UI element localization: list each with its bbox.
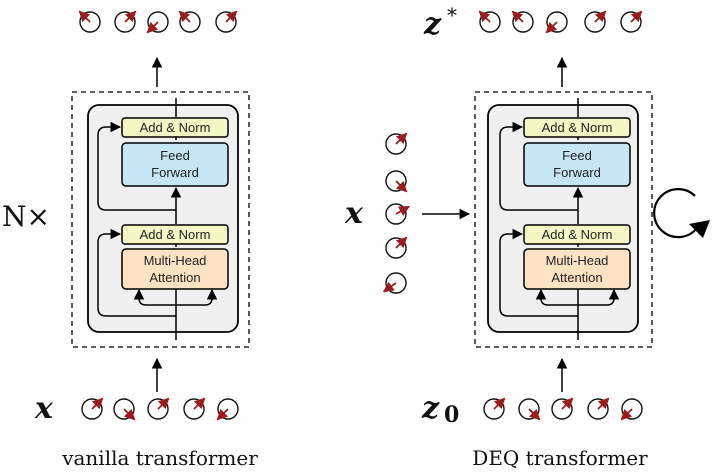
residual-connection [499, 228, 578, 317]
feed-forward-label-line-1: Feed [562, 148, 592, 163]
attention-label-line-1: Multi-Head [546, 253, 609, 268]
attention-label-line-1: Multi-Head [144, 253, 207, 268]
output-token-row [478, 10, 643, 34]
add-norm-box [121, 224, 229, 245]
token-icon [114, 10, 137, 33]
input-subscript: 0 [444, 402, 459, 428]
token-icon [216, 398, 239, 421]
token-icon [113, 398, 136, 421]
caption: vanilla transformer [61, 446, 258, 470]
output-superscript: * [447, 3, 457, 27]
feed-forward-label-line-2: Forward [553, 165, 601, 180]
token-icon [478, 10, 501, 33]
caption: DEQ transformer [472, 446, 648, 470]
add-norm-label: Add & Norm [542, 120, 613, 135]
add-norm-label: Add & Norm [542, 227, 613, 242]
input-token-row [81, 397, 239, 421]
token-icon [620, 10, 643, 33]
attention-label-line-2: Attention [551, 270, 602, 285]
attention-input-arrow [535, 288, 578, 306]
token-icon [215, 10, 238, 33]
token-icon [511, 10, 534, 33]
token-icon [385, 170, 408, 193]
token-icon [147, 397, 170, 420]
add-norm-label: Add & Norm [140, 227, 211, 242]
residual-connection [499, 121, 578, 211]
transformer-block [87, 104, 239, 333]
feed-forward-box [121, 142, 229, 187]
token-icon [385, 236, 408, 259]
input-label: z [421, 391, 440, 426]
transformer-block [487, 104, 639, 333]
residual-connection [97, 121, 176, 211]
token-icon [518, 398, 541, 421]
attention-box [523, 248, 631, 290]
token-icon [483, 397, 506, 420]
input-token-row [483, 397, 643, 421]
attention-input-arrow [578, 288, 620, 306]
token-icon [620, 398, 643, 421]
attention-label-line-2: Attention [149, 270, 200, 285]
side-input-token-column [382, 132, 410, 294]
token-icon [551, 397, 574, 420]
circular-arrow-icon [653, 188, 710, 239]
token-icon [146, 11, 169, 34]
token-icon [178, 10, 201, 33]
attention-input-arrow [176, 288, 218, 306]
attention-box [121, 248, 229, 290]
add-norm-label: Add & Norm [140, 120, 211, 135]
token-icon [584, 10, 607, 33]
input-label: x [34, 391, 54, 426]
output-token-row [78, 10, 238, 34]
feed-forward-box [523, 142, 631, 187]
token-icon [382, 272, 407, 294]
add-norm-box [523, 117, 631, 138]
feed-forward-label-line-1: Feed [160, 148, 190, 163]
side-input-label: x [344, 196, 364, 231]
deq-transformer: Add & Norm Feed Forward Add & Norm Multi… [344, 3, 710, 470]
token-icon [385, 203, 410, 225]
add-norm-box [121, 117, 229, 138]
attention-input-arrow [133, 288, 176, 306]
vanilla-transformer: Add & Norm Feed Forward Add & Norm Multi… [2, 56, 258, 470]
repeat-label: N× [2, 200, 50, 233]
feed-forward-label-line-2: Forward [151, 165, 199, 180]
add-norm-box [523, 224, 631, 245]
token-icon [385, 132, 408, 155]
residual-connection [97, 228, 176, 317]
token-icon [587, 397, 610, 420]
token-icon [81, 397, 104, 420]
token-icon [78, 10, 101, 33]
token-icon [183, 397, 206, 420]
token-icon [545, 11, 568, 34]
output-label: z [423, 7, 442, 42]
